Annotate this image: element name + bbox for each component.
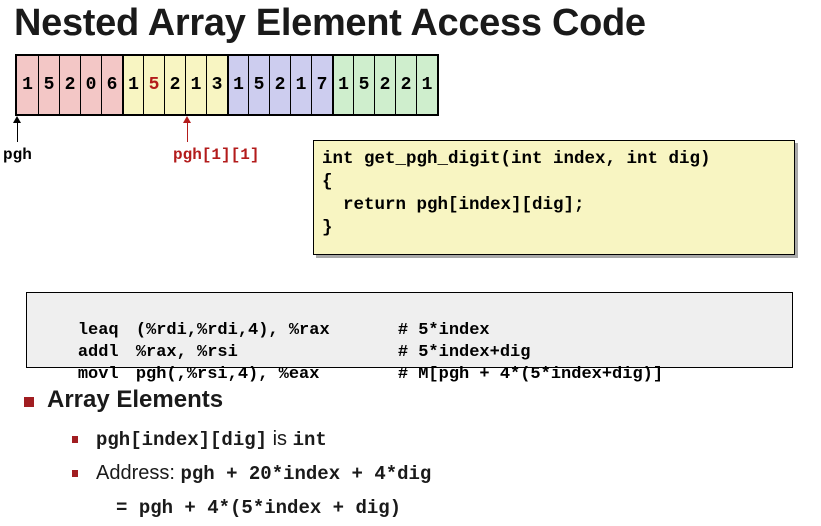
bullet-text: Address:	[96, 462, 181, 484]
array-cell: 0	[80, 56, 101, 114]
array-cell: 7	[311, 56, 332, 114]
asm-operands: %rax, %rsi	[135, 343, 238, 362]
base-pointer-label: pgh	[3, 146, 32, 164]
bullet-heading: Array Elements	[47, 386, 224, 413]
array-cell: 5	[248, 56, 269, 114]
array-cell: 2	[59, 56, 80, 114]
element-type: int	[292, 429, 327, 451]
array-cell: 1	[332, 56, 353, 114]
address-expression: pgh + 20*index + 4*dig	[180, 463, 432, 485]
sub-bullet-icon	[72, 470, 78, 477]
asm-line: leaq (%rdi,%rdi,4), %rax # 5*index	[37, 298, 792, 340]
bullet-item-address-simplified: = pgh + 4*(5*index + dig)	[116, 496, 401, 519]
asm-opcode: movl	[77, 365, 119, 384]
asm-comment: # M[pgh + 4*(5*index+dig)]	[397, 365, 664, 384]
bullet-text: is	[267, 428, 293, 450]
base-pointer-arrow-icon	[13, 116, 21, 123]
asm-opcode: addl	[77, 343, 119, 362]
c-code-line: {	[322, 172, 333, 192]
sub-bullet-icon	[72, 436, 78, 443]
array-cell: 2	[374, 56, 395, 114]
array-cell: 1	[17, 56, 38, 114]
bullet-item-type: pgh[index][dig] is int	[96, 428, 327, 451]
array-cell: 6	[101, 56, 122, 114]
c-code-line: return pgh[index][dig];	[322, 195, 585, 215]
c-code-box: int get_pgh_digit(int index, int dig) { …	[313, 140, 795, 255]
asm-opcode: leaq	[77, 321, 119, 340]
base-pointer-line	[17, 122, 18, 142]
equals-sign: =	[116, 497, 139, 519]
array-cell: 1	[122, 56, 143, 114]
array-element-expression: pgh[index][dig]	[96, 429, 268, 451]
asm-operands: pgh(,%rsi,4), %eax	[135, 365, 320, 384]
bullet-square-icon	[24, 397, 34, 407]
simplified-address-expression: pgh + 4*(5*index + dig)	[138, 497, 402, 519]
asm-line: movl pgh(,%rsi,4), %eax # M[pgh + 4*(5*ind…	[37, 342, 792, 384]
asm-operands: (%rdi,%rdi,4), %rax	[135, 321, 330, 340]
asm-line: addl %rax, %rsi # 5*index+dig	[37, 320, 792, 362]
array-cell: 1	[416, 56, 437, 114]
assembly-code-box: leaq (%rdi,%rdi,4), %rax # 5*index addl %ra…	[26, 292, 793, 384]
array-cell: 1	[227, 56, 248, 114]
array-cell: 1	[185, 56, 206, 114]
c-code-line: int get_pgh_digit(int index, int dig)	[322, 149, 711, 169]
element-pointer-label: pgh[1][1]	[173, 146, 260, 164]
slide-title: Nested Array Element Access Code	[14, 2, 646, 44]
asm-comment: # 5*index+dig	[397, 343, 531, 362]
asm-comment: # 5*index	[397, 321, 490, 340]
array-cell: 2	[395, 56, 416, 114]
element-pointer-line	[187, 122, 188, 142]
array-cell: 2	[164, 56, 185, 114]
array-cell: 3	[206, 56, 227, 114]
array-cell: 1	[290, 56, 311, 114]
array-cell: 5	[353, 56, 374, 114]
c-code-line: }	[322, 218, 333, 238]
array-cell: 5	[38, 56, 59, 114]
element-pointer-arrow-icon	[183, 116, 191, 123]
array-cell: 5	[143, 56, 164, 114]
bullet-item-address: Address: pgh + 20*index + 4*dig	[96, 462, 431, 485]
array-cell: 2	[269, 56, 290, 114]
